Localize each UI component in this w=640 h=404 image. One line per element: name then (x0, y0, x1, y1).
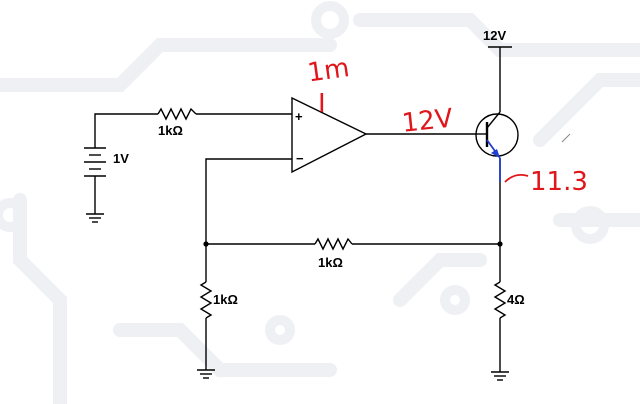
annotation-emitter-voltage: 11.3 (530, 167, 588, 197)
load-resistor (493, 281, 507, 319)
annotation-arrow: I (318, 89, 326, 119)
feedback-resistor-label: 1kΩ (318, 255, 343, 270)
source-label: 1V (113, 151, 129, 166)
annotation-opamp-output: 12V (401, 104, 455, 139)
input-resistor (157, 107, 197, 121)
supply-label: 12V (483, 28, 506, 43)
input-resistor-label: 1kΩ (158, 123, 183, 138)
annotation-current: 1m (306, 53, 352, 89)
op-amp (291, 96, 368, 174)
op-amp-plus: + (295, 109, 303, 124)
ground-resistor-label: 1kΩ (213, 292, 238, 307)
junction-right (497, 241, 503, 247)
load-resistor-label: 4Ω (507, 292, 525, 307)
ground-source (86, 213, 104, 223)
voltage-source (84, 147, 106, 177)
ground-right (491, 371, 509, 381)
junction-left (203, 241, 209, 247)
pen-mark (561, 133, 571, 143)
ground-resistor (199, 281, 213, 319)
annotation-tick (504, 173, 529, 183)
ground-left (197, 369, 215, 379)
op-amp-minus: − (296, 151, 304, 166)
npn-transistor (475, 111, 519, 182)
feedback-resistor (314, 237, 353, 251)
